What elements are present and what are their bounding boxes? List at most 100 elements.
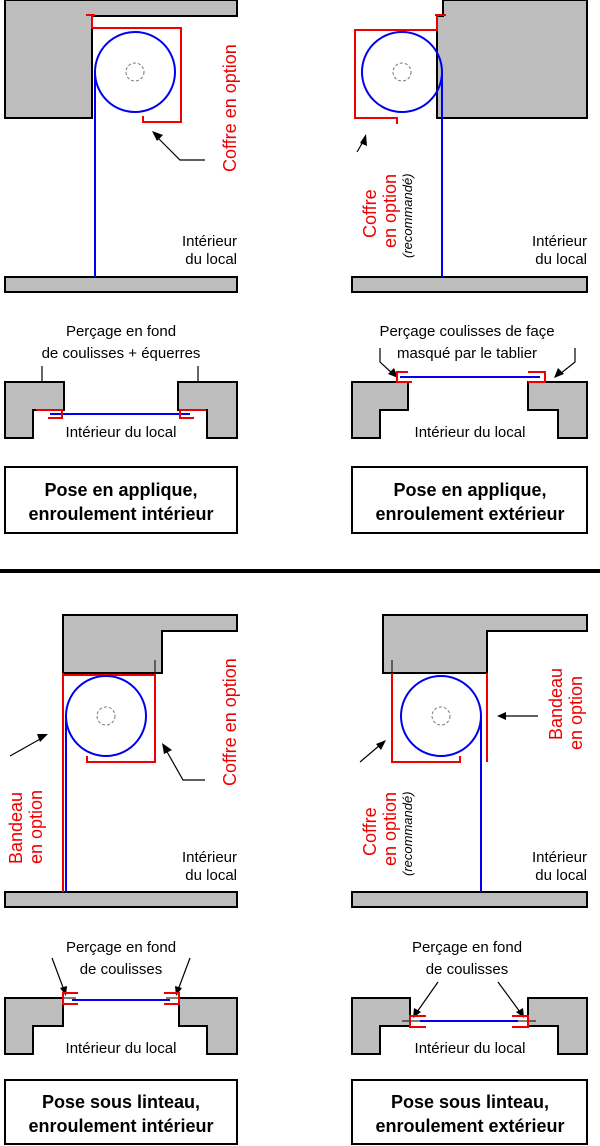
- floor-sill: [4, 276, 238, 293]
- roller-drum: [400, 675, 482, 757]
- plan-top-left: Perçage en fond de coulisses + équerres …: [4, 323, 238, 441]
- arrow-head: [376, 740, 386, 750]
- du-local-label: du local: [535, 867, 587, 884]
- du-local-label: du local: [185, 867, 237, 884]
- du-local-label: du local: [535, 251, 587, 268]
- coffre-label: Coffre en option: [220, 658, 240, 786]
- en-option-label: en option: [566, 676, 586, 750]
- percage-arrow-left: [379, 348, 394, 375]
- en-option-label: en option: [380, 174, 400, 248]
- caption-line-1: Pose sous linteau,: [391, 1092, 549, 1112]
- coffre-arrow: [165, 749, 205, 781]
- caption-line-2: enroulement extérieur: [375, 504, 564, 524]
- coffre-label: Coffre: [360, 807, 380, 856]
- bandeau-arrow: [9, 737, 43, 757]
- interieur-du-local-label: Intérieur du local: [415, 424, 526, 441]
- coffre-box: [354, 16, 438, 124]
- panel-bottom-right: Coffre en option (recommandé) Bandeau en…: [351, 614, 588, 908]
- wall-right: [177, 381, 238, 439]
- percage-arrow-right: [497, 981, 521, 1013]
- lintel-wall: [382, 614, 588, 674]
- wall-left: [351, 381, 409, 439]
- bandeau-label: Bandeau: [546, 668, 566, 740]
- wall-right: [527, 381, 588, 439]
- roller-axis: [392, 62, 412, 82]
- coffre-box: [91, 16, 182, 123]
- percage-arrow-right: [177, 957, 191, 991]
- caption-line-1: Pose sous linteau,: [42, 1092, 200, 1112]
- arrow-head: [152, 131, 163, 141]
- bracket-left: [409, 1015, 426, 1028]
- bandeau-label: Bandeau: [6, 792, 26, 864]
- percage-label-1: Perçage coulisses de façe: [379, 323, 554, 340]
- percage-label-2: masqué par le tablier: [397, 345, 537, 362]
- roller-axis: [125, 62, 145, 82]
- floor-sill: [351, 276, 588, 293]
- percage-label-1: Perçage en fond: [66, 323, 176, 340]
- en-option-label: en option: [26, 790, 46, 864]
- interieur-label: Intérieur: [532, 849, 587, 866]
- roller-axis: [431, 706, 451, 726]
- bracket-left: [36, 409, 63, 419]
- arrow-head: [37, 734, 48, 742]
- bracket-right: [528, 371, 546, 383]
- percage-arrow-right: [559, 348, 576, 375]
- en-option-label: en option: [380, 792, 400, 866]
- caption-line-1: Pose en applique,: [393, 480, 546, 500]
- caption-line-2: enroulement intérieur: [28, 504, 213, 524]
- floor-sill: [351, 891, 588, 908]
- wall-left: [4, 997, 64, 1055]
- interieur-du-local-label: Intérieur du local: [66, 1040, 177, 1057]
- interieur-du-local-label: Intérieur du local: [66, 424, 177, 441]
- interieur-label: Intérieur: [532, 233, 587, 250]
- panel-bottom-left: Bandeau en option Coffre en option Intér…: [4, 614, 240, 908]
- percage-arrow-left: [51, 957, 65, 991]
- bracket-right: [164, 992, 180, 1005]
- roller-drum: [94, 31, 176, 113]
- coffre-arrow: [359, 744, 381, 763]
- arrow-head: [360, 134, 367, 146]
- roller-drum: [361, 31, 443, 113]
- panel-top-left: Coffre en option Intérieur du local: [4, 0, 240, 293]
- wall-left: [351, 997, 411, 1055]
- bracket-right: [179, 409, 206, 419]
- arrow-head: [162, 743, 172, 754]
- roller-drum: [65, 675, 147, 757]
- du-local-label: du local: [185, 251, 237, 268]
- caption-box-bottom-right: [351, 1079, 588, 1145]
- caption-box-bottom-left: [4, 1079, 238, 1145]
- wall-right: [178, 997, 238, 1055]
- wall-right: [527, 997, 588, 1055]
- caption-box-top-right: [351, 466, 588, 534]
- panel-top-right: Coffre en option (recommandé) Intérieur …: [351, 0, 588, 293]
- recommande-label: (recommandé): [400, 791, 415, 876]
- arrow-head: [388, 368, 398, 378]
- caption-box-top-left: [4, 466, 238, 534]
- bracket-left: [396, 371, 412, 383]
- lintel-wall: [62, 614, 238, 674]
- percage-label-1: Perçage en fond: [66, 939, 176, 956]
- bracket-left: [62, 992, 78, 1005]
- recommande-label: (recommandé): [400, 173, 415, 258]
- section-divider: [0, 569, 600, 573]
- arrow-head: [554, 368, 564, 378]
- percage-label-2: de coulisses: [80, 961, 163, 978]
- caption-line-1: Pose en applique,: [44, 480, 197, 500]
- percage-arrow-left: [416, 981, 439, 1013]
- interieur-du-local-label: Intérieur du local: [415, 1040, 526, 1057]
- caption-line-2: enroulement intérieur: [28, 1116, 213, 1136]
- caption-line-2: enroulement extérieur: [375, 1116, 564, 1136]
- coffre-arrow: [157, 137, 205, 161]
- percage-label-1: Perçage en fond: [412, 939, 522, 956]
- interieur-label: Intérieur: [182, 849, 237, 866]
- arrow-head: [497, 712, 506, 720]
- lintel-wall: [4, 0, 238, 119]
- percage-label-2: de coulisses: [426, 961, 509, 978]
- lintel-wall: [436, 0, 588, 119]
- plan-bottom-left: Perçage en fond de coulisses Intérieur d…: [4, 939, 238, 1057]
- coffre-box: [63, 674, 156, 763]
- wall-left: [4, 381, 65, 439]
- floor-sill: [4, 891, 238, 908]
- coffre-label: Coffre en option: [220, 44, 240, 172]
